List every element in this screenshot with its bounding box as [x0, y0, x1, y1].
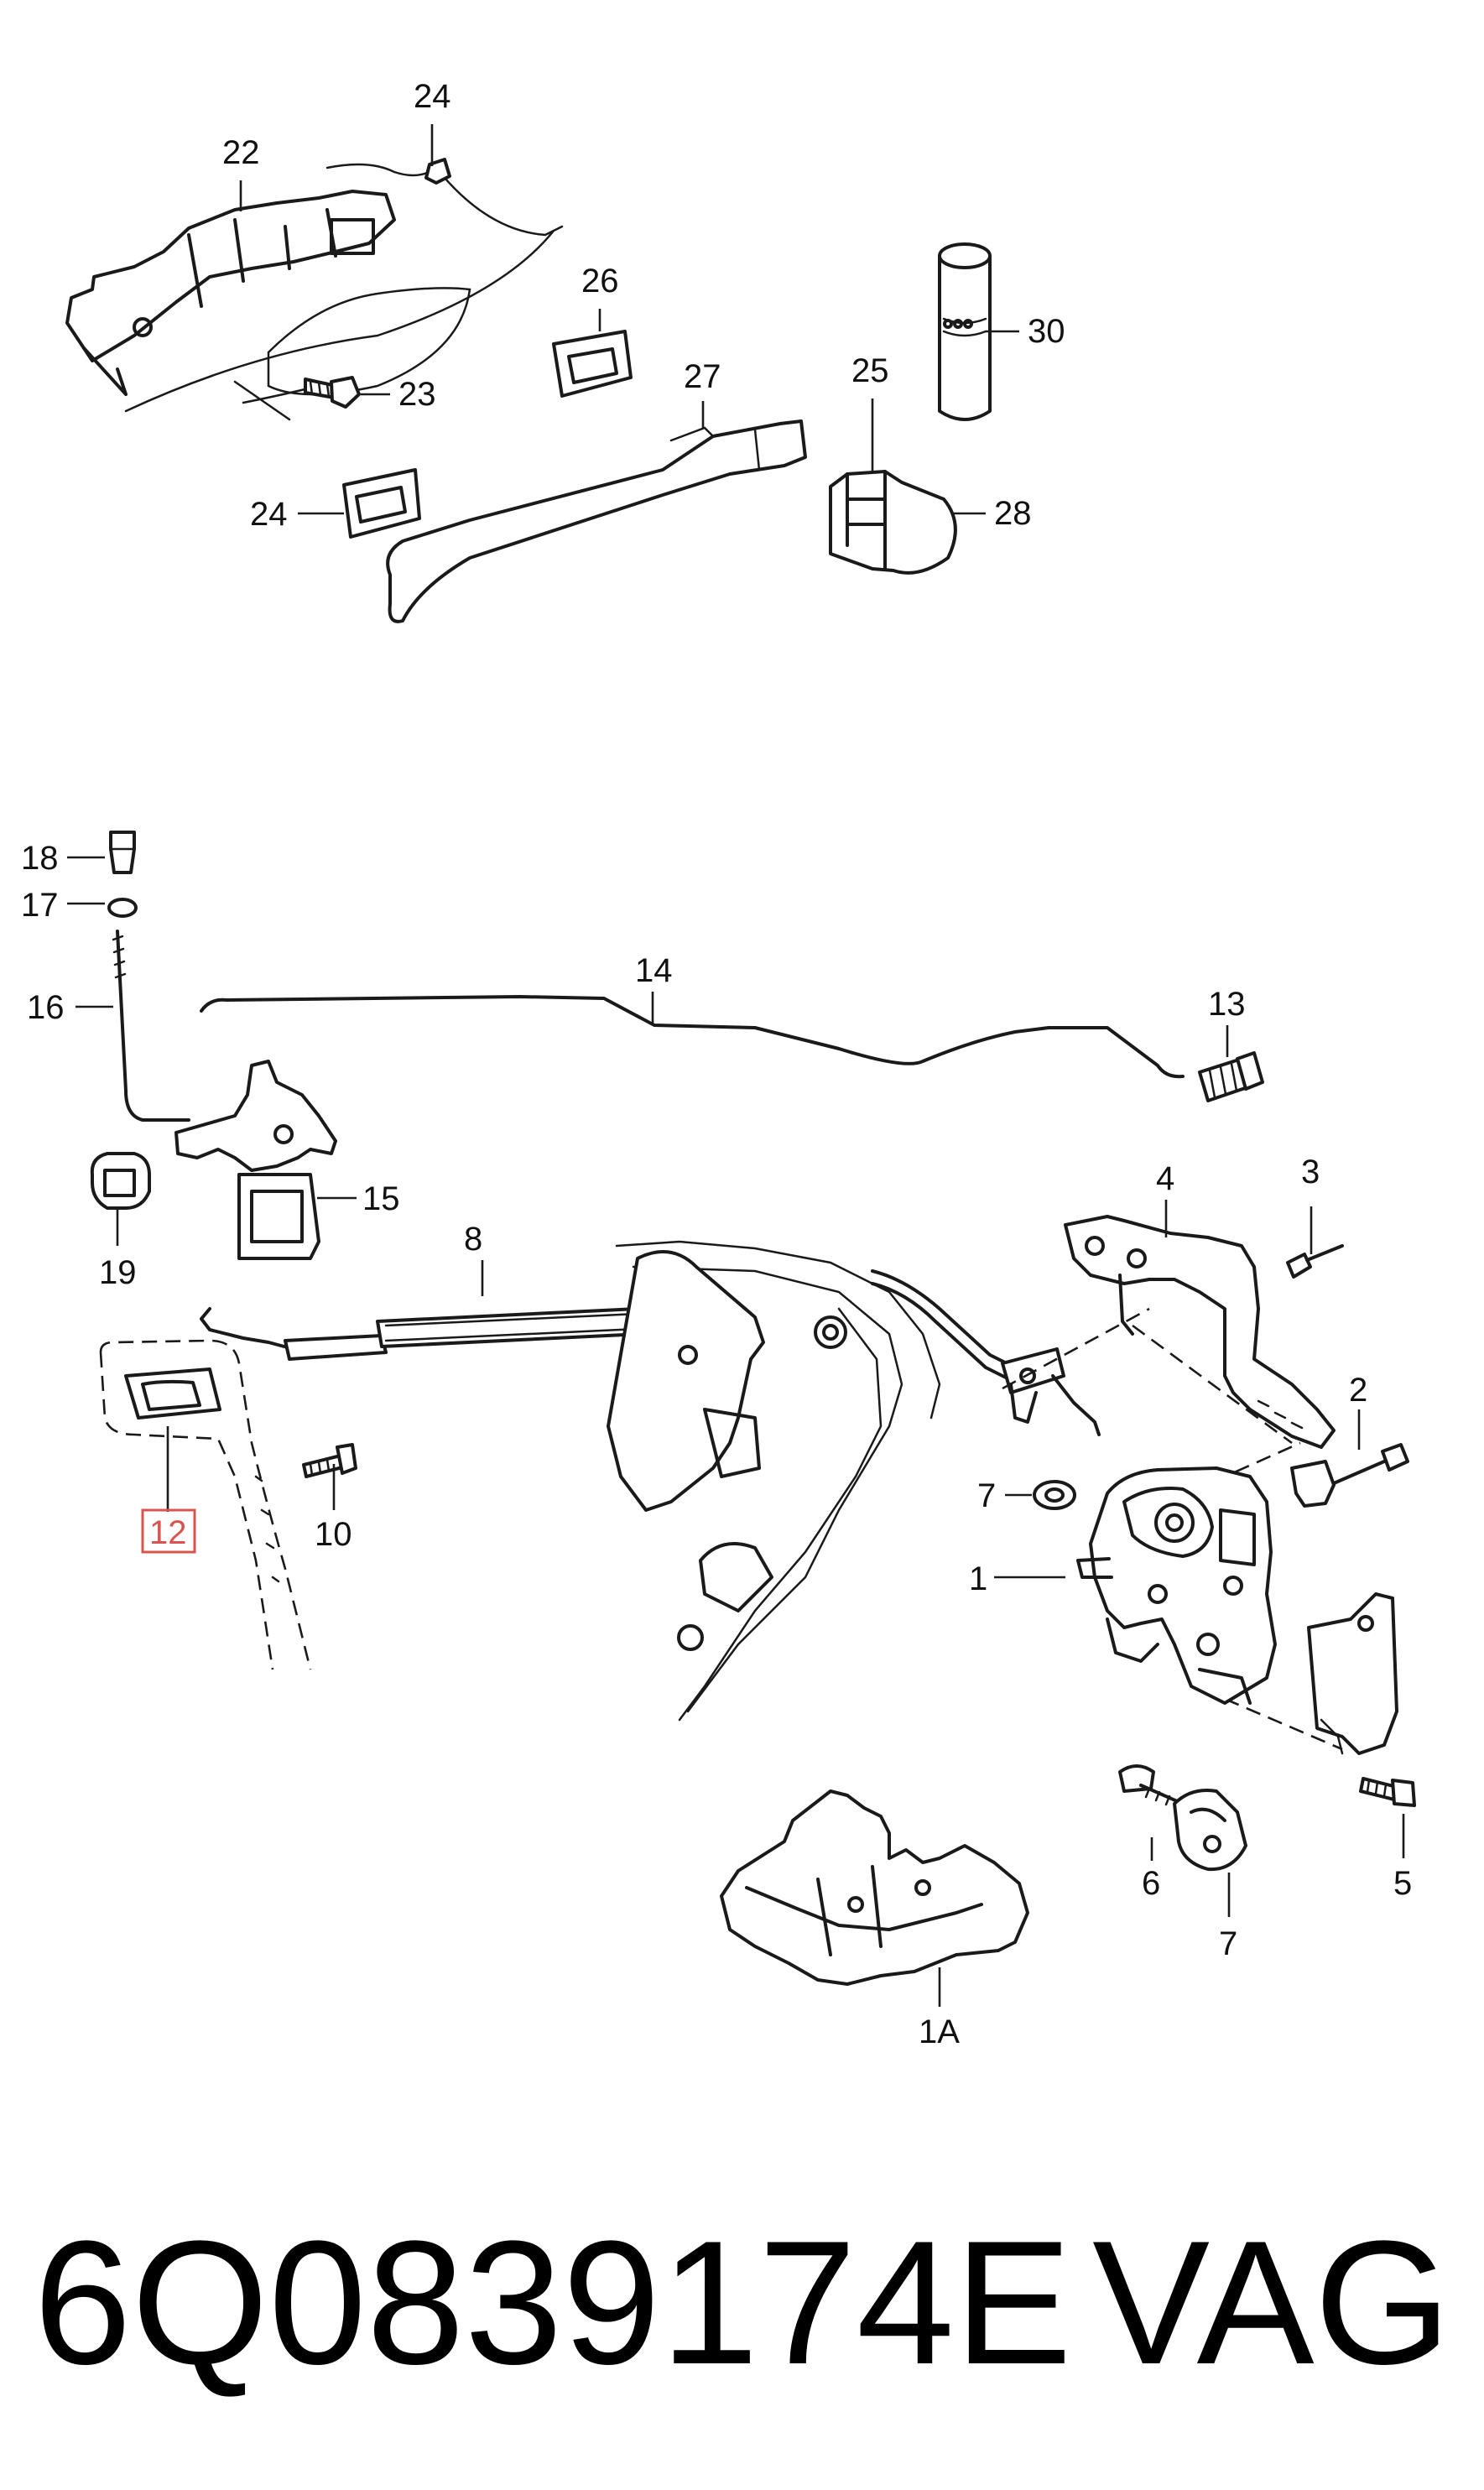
- callout-30: 30: [1028, 313, 1065, 350]
- callout-labels: 24 22 26 27 30 25 28 23 26 26 24 18 17 1…: [21, 78, 1412, 2050]
- bracket-4: [1064, 1215, 1336, 1449]
- door-frame: [607, 1240, 941, 1722]
- gasket-24: [342, 468, 421, 539]
- callout-1: 1: [969, 1560, 987, 1597]
- rod-14: [200, 995, 1185, 1079]
- interior-handle-12: [99, 1339, 312, 1670]
- callout-19: 19: [99, 1254, 137, 1291]
- callout-7-visible: 7: [1219, 1925, 1237, 1962]
- screw-13: [1198, 1051, 1264, 1102]
- screw-5: [1359, 1777, 1416, 1807]
- callout-10: 8: [464, 1221, 482, 1258]
- callout-1a: 1A: [919, 2013, 960, 2050]
- cap-27-28: [829, 470, 957, 575]
- callout-13: 13: [1208, 986, 1246, 1023]
- pin-3: [1286, 1244, 1344, 1279]
- callout-18: 18: [21, 840, 59, 877]
- callout-22: 23: [398, 376, 436, 413]
- callout-24-visible: 24: [250, 496, 288, 533]
- striker-6: [1118, 1764, 1185, 1806]
- callout-12: 12: [149, 1514, 187, 1551]
- callout-17: 17: [21, 887, 59, 924]
- callout-14: 14: [635, 952, 673, 989]
- callout-3: 3: [1301, 1154, 1320, 1190]
- gasket-25: [552, 330, 633, 398]
- callout-27: 25: [851, 352, 889, 389]
- cable-linkage: [871, 1269, 1101, 1436]
- callout-26: 27: [684, 358, 721, 395]
- callout-11: 10: [315, 1516, 352, 1553]
- cover-1A: [720, 1789, 1029, 1986]
- clip-19: [90, 1152, 151, 1210]
- rod-16: [112, 930, 190, 1122]
- callout-5: 5: [1393, 1865, 1412, 1902]
- callout-23: 24: [414, 78, 451, 115]
- brand-name: VAG: [1092, 2204, 1451, 2401]
- washer-8: [1033, 1480, 1076, 1510]
- handle-bracket-21: [65, 190, 396, 396]
- part-number: 6Q0839174E: [34, 2204, 1072, 2401]
- callout-28: 28: [994, 495, 1032, 532]
- actuator-15: [174, 1060, 337, 1260]
- footer: 6Q0839174E VAG: [34, 2206, 1451, 2399]
- nut-17: [107, 898, 138, 918]
- screw-22: [304, 376, 361, 409]
- door-lock-1: [1076, 1466, 1277, 1705]
- callout-21: 22: [222, 134, 260, 171]
- callout-15: 15: [362, 1180, 400, 1217]
- bolt-18: [109, 831, 136, 874]
- callout-8: 7: [977, 1477, 996, 1514]
- leader-lines: [67, 124, 1405, 2007]
- callout-12-highlight-box: [141, 1508, 196, 1554]
- callout-6: 6: [1142, 1865, 1160, 1902]
- pull-handle-26: [386, 419, 807, 623]
- callout-4: 4: [1156, 1160, 1174, 1197]
- striker-plate-7: [1173, 1789, 1247, 1872]
- screw-23: [424, 158, 451, 185]
- lock-cylinder-30: [938, 242, 992, 421]
- clip-2: [1290, 1443, 1409, 1508]
- door-frame-edge-right: [1307, 1592, 1398, 1755]
- callout-25: 26: [581, 263, 619, 300]
- callout-2: 2: [1349, 1372, 1367, 1409]
- screw-11: [302, 1443, 357, 1478]
- callout-16: 16: [27, 989, 65, 1026]
